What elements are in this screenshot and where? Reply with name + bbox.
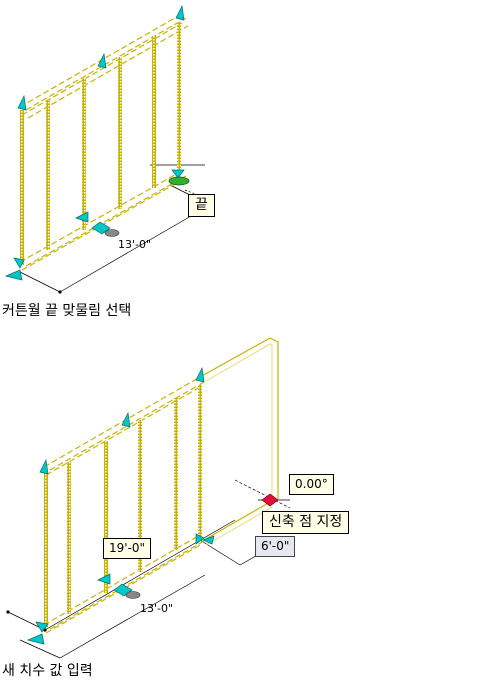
grip-arrow-icon[interactable] — [97, 52, 107, 69]
dimension-tick — [6, 610, 10, 614]
mullion — [46, 100, 50, 250]
extension-line — [199, 539, 241, 566]
grip-arrow-icon[interactable] — [97, 573, 111, 585]
grip-arrow-icon[interactable] — [39, 458, 49, 475]
mullion — [44, 472, 48, 627]
mullion — [67, 462, 71, 614]
grip-arrow-icon[interactable] — [75, 211, 89, 223]
preview-frame — [205, 506, 273, 546]
mullion — [20, 110, 24, 265]
grip-arrow-icon[interactable] — [202, 535, 215, 545]
total-dimension-box: 19'-0" — [103, 538, 152, 559]
dimension-label: 13'-0" — [118, 238, 152, 251]
top-rail — [45, 385, 203, 476]
baseline-tooltip: 신축 점 지정 — [262, 511, 350, 534]
step-caption: 커튼월 끝 맞물림 선택 — [2, 303, 132, 319]
curtain-wall-top[interactable] — [4, 4, 212, 294]
mullion — [82, 78, 86, 230]
active-grip-icon[interactable] — [261, 493, 279, 507]
grip-oval-icon[interactable] — [125, 591, 141, 599]
dimension-tick — [58, 290, 62, 294]
grip-arrow-icon[interactable] — [4, 269, 23, 281]
grip-diamond-icon[interactable] — [91, 221, 111, 235]
dimension-line — [59, 204, 211, 293]
grip-arrow-icon[interactable] — [175, 4, 185, 21]
end-grip-icon[interactable] — [168, 176, 190, 186]
curtain-wall-bottom[interactable] — [6, 337, 291, 659]
grip-arrow-icon[interactable] — [17, 94, 27, 111]
guide-line — [234, 479, 291, 509]
grip-arrow-icon[interactable] — [195, 533, 205, 545]
dimension-input-field[interactable]: 6'-0" — [255, 536, 296, 557]
top-rail — [49, 380, 207, 471]
grip-oval-icon[interactable] — [104, 229, 120, 237]
mullion — [138, 420, 142, 572]
grip-arrow-icon[interactable] — [26, 633, 45, 645]
bottom-rail — [45, 543, 203, 634]
top-rail — [43, 376, 201, 468]
preview-frame — [203, 501, 271, 541]
grip-arrow-icon[interactable] — [13, 257, 25, 269]
grip-arrow-icon[interactable] — [195, 366, 205, 383]
bottom-rail — [49, 539, 207, 630]
dimension-label: 13'-0" — [140, 602, 174, 615]
angle-input-box[interactable]: 0.00° — [289, 474, 334, 495]
grip-arrow-icon[interactable] — [35, 621, 49, 633]
mullion — [177, 22, 181, 174]
grip-arrow-icon[interactable] — [171, 169, 185, 179]
mullion — [104, 441, 108, 593]
mullion — [152, 36, 156, 188]
end-tooltip: 끝 — [188, 194, 215, 217]
top-rail — [25, 17, 187, 111]
mullion — [198, 384, 202, 536]
bottom-rail — [25, 175, 187, 267]
top-rail — [19, 14, 181, 108]
step-caption: 새 치수 값 입력 — [2, 663, 93, 679]
extension-line — [19, 639, 61, 659]
preview-frame — [205, 343, 273, 502]
extension-line — [19, 271, 61, 293]
mullion — [118, 57, 122, 209]
mullion — [174, 398, 178, 550]
preview-frame — [199, 337, 279, 505]
grip-arrow-icon[interactable] — [121, 411, 131, 428]
dimension-line — [59, 574, 206, 659]
top-rail — [27, 25, 189, 119]
